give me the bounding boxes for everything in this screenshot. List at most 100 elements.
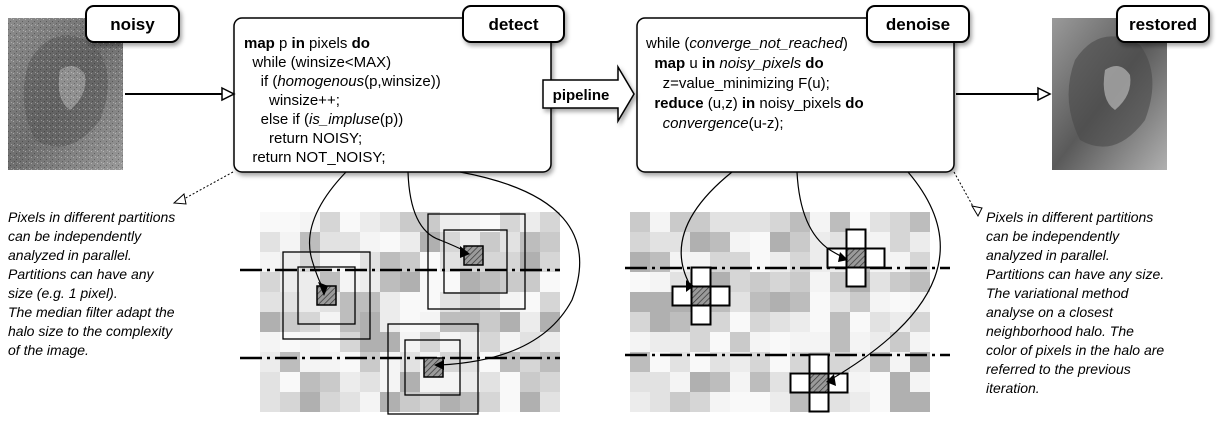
pixel-cell [910, 392, 930, 412]
pixel-cell [380, 252, 400, 272]
pixel-cell [300, 292, 320, 312]
pixel-cell [890, 292, 910, 312]
detect-code-segment: (p,winsize)) [364, 73, 441, 90]
halo-neighbor-pixel [808, 391, 830, 413]
pixel-cell [790, 332, 810, 352]
pixel-cell [850, 212, 870, 232]
pixel-cell [480, 352, 500, 372]
pixel-cell [910, 232, 930, 252]
denoise-code-segment: z=value_minimizing F(u); [646, 75, 830, 92]
pixel-cell [380, 212, 400, 232]
pixel-cell [380, 332, 400, 352]
pixel-cell [540, 372, 560, 392]
pixel-cell [400, 272, 420, 292]
pixel-cell [520, 372, 540, 392]
pixel-cell [260, 212, 280, 232]
pixel-cell [630, 332, 650, 352]
halo-neighbor-pixel [845, 228, 867, 250]
pixel-cell [520, 392, 540, 412]
pixel-cell [540, 312, 560, 332]
pixel-cell [460, 312, 480, 332]
note-pointers [172, 171, 983, 218]
pixel-cell [730, 372, 750, 392]
pixel-cell [460, 292, 480, 312]
right-note-line: can be independently [986, 228, 1120, 244]
pixel-cell [770, 352, 790, 372]
halo-center-pixel [690, 285, 712, 307]
pixel-cell [280, 392, 300, 412]
pixel-cell [400, 352, 420, 372]
pixel-cell [630, 392, 650, 412]
denoise-code-segment [646, 115, 663, 132]
pixel-cell [460, 332, 480, 352]
pixel-cell [870, 332, 890, 352]
pixel-cell [540, 232, 560, 252]
pixel-cell [480, 272, 500, 292]
pixel-cell [460, 212, 480, 232]
pixel-cell [630, 292, 650, 312]
pixel-cell [380, 352, 400, 372]
pixel-cell [650, 372, 670, 392]
pixel-cell [380, 392, 400, 412]
pixel-cell [480, 332, 500, 352]
pixel-cell [830, 272, 850, 292]
denoise-code-segment: noisy_pixels [755, 95, 845, 112]
left-note-line: Pixels in different partitions [8, 209, 175, 225]
left-note-line: The median filter adapt the [8, 304, 175, 320]
detect-code-segment: return NOT_NOISY; [244, 149, 386, 166]
pixel-cell [340, 272, 360, 292]
pixel-cell [810, 212, 830, 232]
pixel-cell [420, 292, 440, 312]
pixel-cell [360, 332, 380, 352]
pixel-cell [400, 372, 420, 392]
pixel-cell [400, 232, 420, 252]
pixel-cell [830, 212, 850, 232]
pixel-cell [380, 312, 400, 332]
denoise-cross-halos [671, 228, 886, 413]
pixel-cell [850, 332, 870, 352]
pixel-cell [650, 272, 670, 292]
pixel-cell [790, 232, 810, 252]
pixel-cell [910, 312, 930, 332]
noisy-label: noisy [85, 5, 180, 43]
pixel-cell [750, 312, 770, 332]
pixel-cell [890, 352, 910, 372]
left-note-line: Partitions can have any [8, 266, 155, 282]
denoise-pixel-grid [630, 212, 930, 412]
pixel-cell [830, 312, 850, 332]
pixel-cell [670, 332, 690, 352]
detect-halo-windows [282, 213, 526, 415]
pixel-cell [260, 332, 280, 352]
pixel-cell [630, 312, 650, 332]
denoise-code-box [636, 17, 955, 173]
pixel-cell [420, 252, 440, 272]
pixel-cell [770, 272, 790, 292]
right-note-line: Pixels in different partitions [986, 209, 1153, 225]
denoise-code-segment [646, 55, 654, 72]
pixel-cell [670, 212, 690, 232]
pixel-cell [260, 372, 280, 392]
pixel-cell [320, 392, 340, 412]
pixel-cell [500, 392, 520, 412]
denoise-code-segment [646, 95, 654, 112]
pixel-cell [850, 372, 870, 392]
pixel-cell [810, 312, 830, 332]
pixel-cell [850, 312, 870, 332]
pixel-cell [340, 372, 360, 392]
pixel-cell [340, 332, 360, 352]
pixel-cell [630, 372, 650, 392]
pixel-cell [400, 392, 420, 412]
pixel-cell [910, 272, 930, 292]
pixel-cell [750, 212, 770, 232]
denoise-code-segment: in [702, 55, 715, 72]
pixel-cell [770, 332, 790, 352]
pixel-cell [870, 272, 890, 292]
halo-neighbor-pixel [690, 266, 712, 288]
noisy-label-text: noisy [110, 15, 155, 34]
pixel-cell [540, 292, 560, 312]
pixel-cell [260, 312, 280, 332]
pixel-cell [280, 232, 300, 252]
pixel-cell [850, 392, 870, 412]
pixel-cell [910, 372, 930, 392]
pixel-cell [790, 292, 810, 312]
